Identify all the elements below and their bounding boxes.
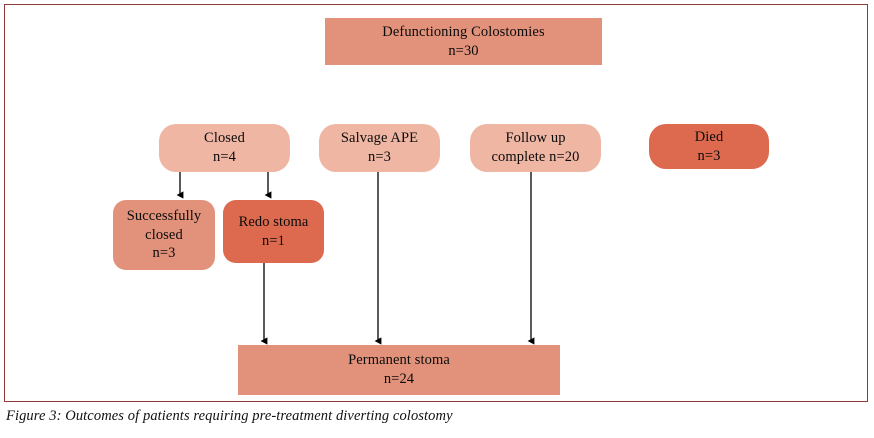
node-follow-up-complete[interactable]: Follow up complete n=20 <box>470 124 601 172</box>
node-defunctioning-count: n=30 <box>448 42 479 59</box>
node-defunctioning-label: Defunctioning Colostomies <box>382 23 545 40</box>
node-closed-count: n=4 <box>213 149 236 165</box>
node-successfully-count: n=3 <box>152 245 176 262</box>
node-permanent-label: Permanent stoma <box>348 352 450 369</box>
node-died-label: Died <box>694 128 724 145</box>
node-successfully-closed[interactable]: Successfully closed n=3 <box>113 200 215 270</box>
node-defunctioning-colostomies[interactable]: Defunctioning Colostomies n=30 <box>325 18 602 65</box>
figure-caption: Figure 3: Outcomes of patients requiring… <box>6 408 453 424</box>
node-successfully-label-line2: closed <box>145 226 183 243</box>
node-redo-stoma[interactable]: Redo stoma n=1 <box>223 200 324 263</box>
node-redostoma-count: n=1 <box>262 232 285 249</box>
node-closed[interactable]: Closed n=4 <box>159 124 290 172</box>
node-salvage-count: n=3 <box>368 149 391 165</box>
node-permanent-count: n=24 <box>383 371 415 387</box>
node-closed-label: Closed <box>204 130 245 147</box>
node-permanent-stoma[interactable]: Permanent stoma n=24 <box>238 345 560 395</box>
node-died[interactable]: Died n=3 <box>649 124 769 169</box>
node-died-count: n=3 <box>697 147 721 164</box>
node-redostoma-label: Redo stoma <box>238 213 309 230</box>
node-salvage-ape[interactable]: Salvage APE n=3 <box>319 124 440 172</box>
node-followup-label: Follow up <box>505 130 566 147</box>
node-salvage-label: Salvage APE <box>340 130 419 147</box>
node-successfully-label-line1: Successfully <box>126 207 202 224</box>
node-followup-count: complete n=20 <box>491 149 580 165</box>
